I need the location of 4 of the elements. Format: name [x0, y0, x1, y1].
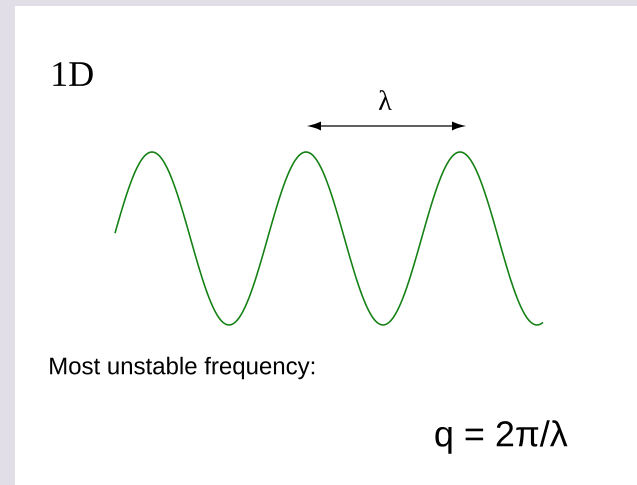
wavelength-symbol: λ: [378, 90, 392, 110]
formula-text: q = 2π/λ: [435, 420, 568, 454]
panel-heading: 1D: [53, 62, 93, 86]
caption-text: Most unstable frequency:: [50, 356, 314, 380]
